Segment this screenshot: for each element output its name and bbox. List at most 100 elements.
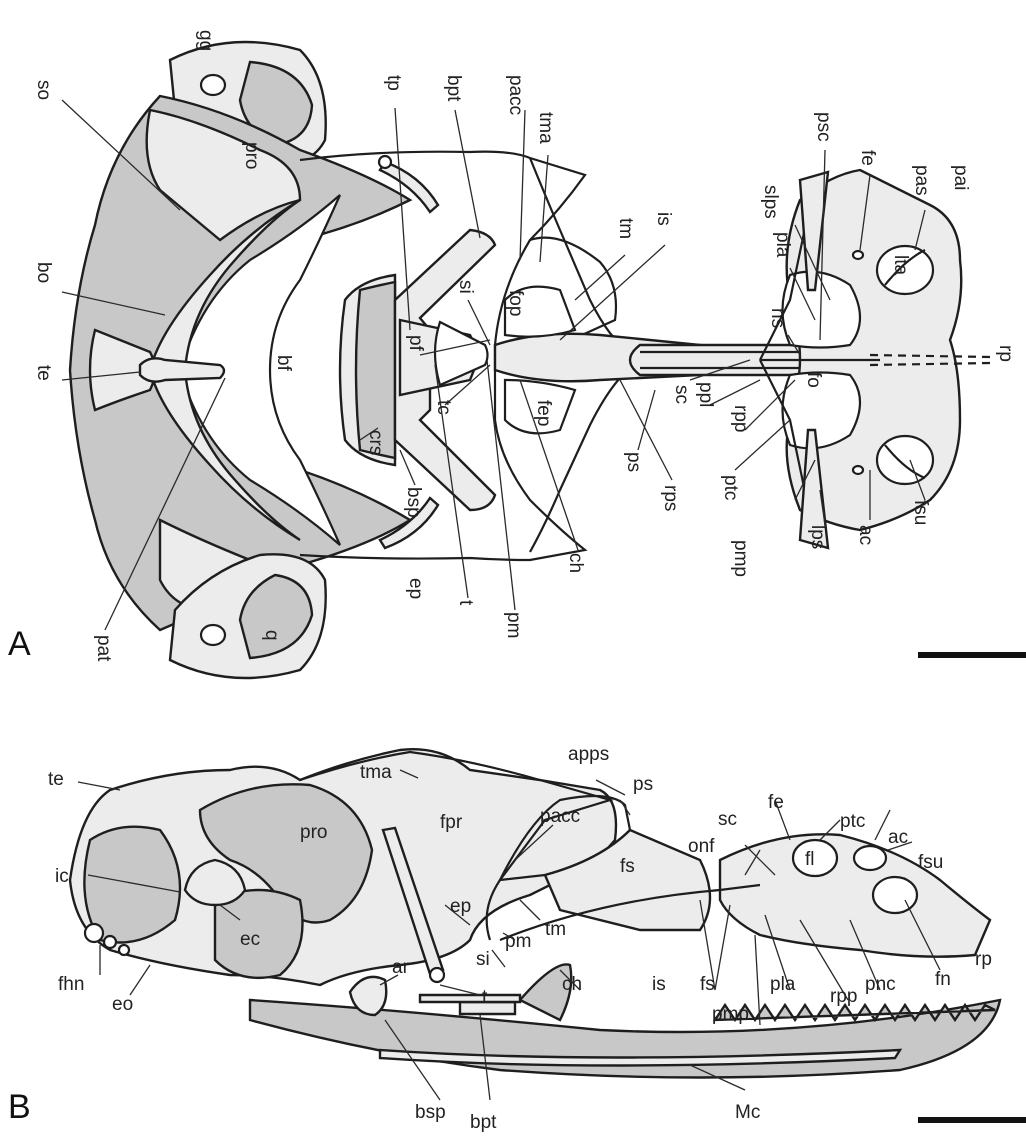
label-b-onf: onf xyxy=(688,836,715,857)
label-a-lps: lps xyxy=(807,525,828,549)
panel-label-a: A xyxy=(8,625,31,663)
label-a-pat: pat xyxy=(93,635,114,662)
label-b-pm: pm xyxy=(505,931,531,952)
label-b-ac: ac xyxy=(888,827,908,848)
label-b-te: te xyxy=(48,769,64,790)
label-b-pacc: pacc xyxy=(540,806,580,827)
label-b-is: is xyxy=(652,974,666,995)
label-a-fe: fe xyxy=(857,150,878,166)
ac-dot xyxy=(853,466,863,474)
label-a-ep: ep xyxy=(405,578,426,599)
label-b-pnc: pnc xyxy=(865,974,896,995)
label-b-si: si xyxy=(476,949,490,970)
label-a-psc: psc xyxy=(813,112,834,142)
label-b-ch: ch xyxy=(562,974,582,995)
label-b-fs: fs xyxy=(620,856,635,877)
label-a-si: si xyxy=(455,280,476,294)
label-b-pmp: pmp xyxy=(712,1004,749,1025)
label-b-ps: ps xyxy=(633,774,653,795)
teeth-row xyxy=(715,1005,995,1020)
fhn-1 xyxy=(85,924,103,942)
label-b-sc: sc xyxy=(718,809,737,830)
label-a-pmp: pmp xyxy=(730,540,751,577)
label-a-lta: lta xyxy=(890,255,911,276)
label-a-te: te xyxy=(33,365,54,381)
label-a-ptc: ptc xyxy=(720,475,741,500)
label-b-ec: ec xyxy=(240,929,260,950)
label-a-rp: rp xyxy=(995,345,1016,362)
label-a-tma: tma xyxy=(535,112,556,144)
scale-bar-b xyxy=(918,1117,1026,1123)
label-b-fs2: fs xyxy=(700,974,715,995)
label-a-ps: ps xyxy=(623,452,644,472)
label-a-bo: bo xyxy=(33,262,54,283)
fhn-3 xyxy=(119,945,129,955)
label-b-tma: tma xyxy=(360,762,392,783)
label-a-so: so xyxy=(33,80,54,100)
label-a-tc: tc xyxy=(433,400,454,415)
label-b-bpt: bpt xyxy=(470,1112,497,1133)
label-a-pai: pai xyxy=(950,165,971,190)
label-a-tp: tp xyxy=(383,75,404,91)
label-b-ic: ic xyxy=(55,866,69,887)
label-a-sc: sc xyxy=(671,385,692,404)
tc-foramen xyxy=(435,322,488,385)
label-b-fhn: fhn xyxy=(58,974,84,995)
label-b-tm: tm xyxy=(545,919,566,940)
label-a-bpt: bpt xyxy=(443,75,464,102)
label-a-ppl: ppl xyxy=(695,382,716,407)
label-a-fo: fo xyxy=(803,372,824,388)
label-b-bsp: bsp xyxy=(415,1102,446,1123)
label-a-rps: rps xyxy=(660,485,681,511)
label-b-ar: ar xyxy=(392,957,410,978)
label-b-fpr: fpr xyxy=(440,812,463,833)
label-a-tm: tm xyxy=(615,218,636,239)
label-a-slps: slps xyxy=(760,185,781,219)
label-b-fe: fe xyxy=(768,792,784,813)
label-a-gg: gg xyxy=(195,30,216,51)
upper-foramen xyxy=(201,75,225,95)
fe-dot xyxy=(853,251,863,259)
label-b-fn: fn xyxy=(935,969,951,990)
label-a-pacc: pacc xyxy=(505,75,526,115)
upper-ep-knob xyxy=(379,156,391,168)
label-a-pla: pla xyxy=(772,232,793,258)
label-a-bsp: bsp xyxy=(403,487,424,518)
label-b-t: t xyxy=(482,987,488,1008)
label-a-bf: bf xyxy=(273,355,294,372)
label-a-pro: pro xyxy=(241,142,262,169)
label-a-ac: ac xyxy=(855,525,876,545)
label-b-ptc: ptc xyxy=(840,811,865,832)
label-b-apps: apps xyxy=(568,744,609,765)
lower-foramen xyxy=(201,625,225,645)
label-b-Mc: Mc xyxy=(735,1102,760,1123)
label-b-fl: fl xyxy=(805,849,815,870)
scale-bar-a xyxy=(918,652,1026,658)
label-a-ns: ns xyxy=(767,308,788,328)
label-a-crs: crs xyxy=(365,430,386,455)
label-b-rpp: rpp xyxy=(830,986,857,1007)
ep-knob-b xyxy=(430,968,444,982)
fsu-window-b xyxy=(854,846,886,870)
t-bar xyxy=(420,995,520,1002)
panel-label-b: B xyxy=(8,1088,31,1126)
label-a-is: is xyxy=(653,212,674,226)
bpt-b xyxy=(460,1002,515,1014)
fhn-2 xyxy=(104,936,116,948)
label-a-fop: fop xyxy=(505,290,526,316)
label-b-rp: rp xyxy=(975,949,992,970)
fl-window xyxy=(793,840,837,876)
label-a-fep: fep xyxy=(533,400,554,426)
label-a-pas: pas xyxy=(911,165,932,196)
label-a-pm: pm xyxy=(503,612,524,638)
fn-window xyxy=(873,877,917,913)
label-a-rpp: rpp xyxy=(730,405,751,432)
label-a-ch: ch xyxy=(565,553,586,573)
label-b-pro: pro xyxy=(300,822,327,843)
label-b-fsu: fsu xyxy=(918,852,943,873)
label-a-t: t xyxy=(455,600,476,606)
label-b-eo: eo xyxy=(112,994,133,1015)
label-a-q: q xyxy=(261,630,282,641)
label-a-fsu: fsu xyxy=(910,500,931,525)
